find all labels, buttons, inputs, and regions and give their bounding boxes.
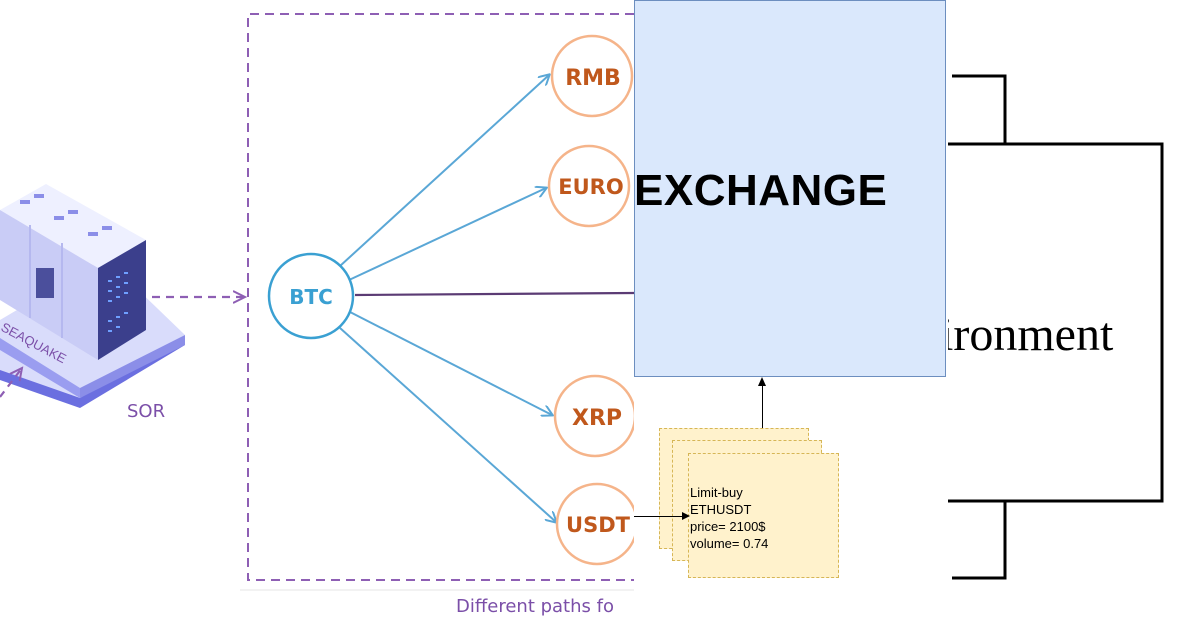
- usdt-to-order-arrowhead: [682, 512, 690, 520]
- btc-node: [267, 252, 355, 340]
- top-feedback-line: [952, 74, 1007, 144]
- path-btc-usdt: [339, 327, 556, 522]
- usdt-node-label: USDT: [566, 513, 631, 537]
- diagram-caption: Different paths fo: [456, 596, 614, 617]
- rmb-node-label: RMB: [565, 66, 621, 91]
- xrp-node: [553, 374, 634, 458]
- path-btc-main: [354, 291, 634, 297]
- order-volume: volume= 0.74: [690, 536, 769, 551]
- path-btc-rmb: [339, 75, 549, 267]
- environment-svg: ironment: [948, 74, 1164, 580]
- bottom-feedback-line: [952, 501, 1007, 580]
- exchange-panel: EXCHANGE Limit-buy ETHUSDT price= 2100$ …: [634, 0, 948, 630]
- btc-paths: [339, 75, 634, 522]
- euro-node-label: EURO: [558, 175, 623, 199]
- xrp-node-label: XRP: [572, 406, 622, 431]
- usdt-to-order-line: [634, 516, 682, 517]
- sor-label: SOR: [127, 401, 165, 422]
- exchange-title: EXCHANGE: [634, 166, 888, 215]
- routing-svg: SEAQUAKE SOR BTC RMB EURO XRP USDT Diffe…: [0, 13, 634, 617]
- order-card-front: [688, 453, 839, 578]
- path-btc-euro: [348, 188, 546, 281]
- usdt-node: [555, 482, 634, 566]
- route-region-border: [247, 13, 634, 581]
- order-details: Limit-buy ETHUSDT price= 2100$ volume= 0…: [690, 484, 768, 552]
- order-type: Limit-buy: [690, 485, 743, 500]
- order-symbol: ETHUSDT: [690, 502, 752, 517]
- order-to-exchange-line: [762, 384, 763, 452]
- btc-node-label: BTC: [289, 285, 333, 309]
- order-to-exchange-arrowhead: [758, 377, 766, 386]
- environment-box: [948, 142, 1164, 503]
- incoming-dashed-arrow: [0, 368, 22, 398]
- rmb-node: [550, 34, 634, 118]
- path-btc-xrp: [349, 311, 552, 415]
- exchange-box: [634, 0, 946, 377]
- order-price: price= 2100$: [690, 519, 766, 534]
- environment-diagram: ironment: [948, 0, 1200, 630]
- server-icon: [0, 184, 185, 408]
- euro-node: [547, 144, 631, 228]
- routing-diagram: SEAQUAKE SOR BTC RMB EURO XRP USDT Diffe…: [0, 13, 634, 617]
- environment-label: ironment: [948, 308, 1114, 361]
